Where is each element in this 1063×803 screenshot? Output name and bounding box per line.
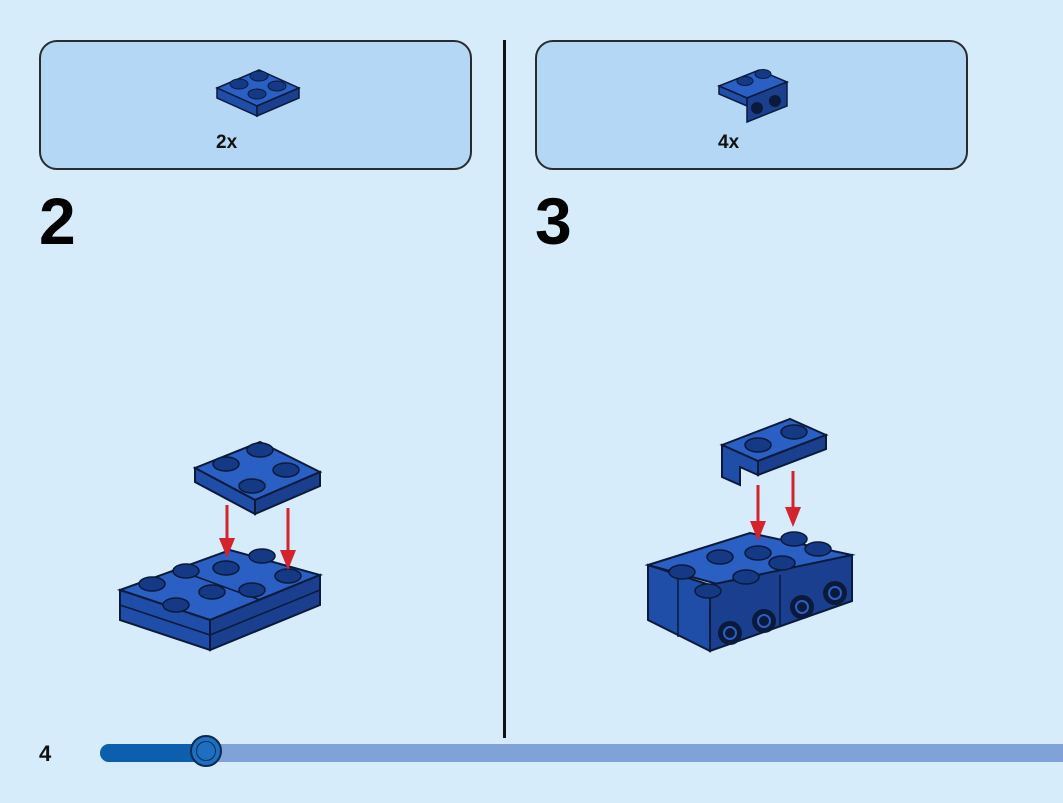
step-divider <box>503 40 506 738</box>
progress-bar <box>100 735 1063 767</box>
part-quantity: 4x <box>718 132 740 153</box>
arrow-icon <box>219 505 296 570</box>
parts-callout-step-3: 4x <box>535 40 968 170</box>
step-3-build-illustration <box>644 417 856 653</box>
step-number: 2 <box>39 184 76 258</box>
page-number: 4 <box>39 741 52 766</box>
progress-knob-icon <box>189 735 222 767</box>
arrow-icon <box>750 471 801 541</box>
step-number: 3 <box>535 184 572 258</box>
parts-callout-step-2: 2x <box>39 40 472 170</box>
brick-plate-2x2-icon <box>215 69 301 118</box>
brick-bracket-1x2-icon <box>717 69 789 124</box>
part-quantity: 2x <box>216 132 238 153</box>
step-2-build-illustration <box>116 440 324 652</box>
progress-bar-fill <box>100 744 206 762</box>
